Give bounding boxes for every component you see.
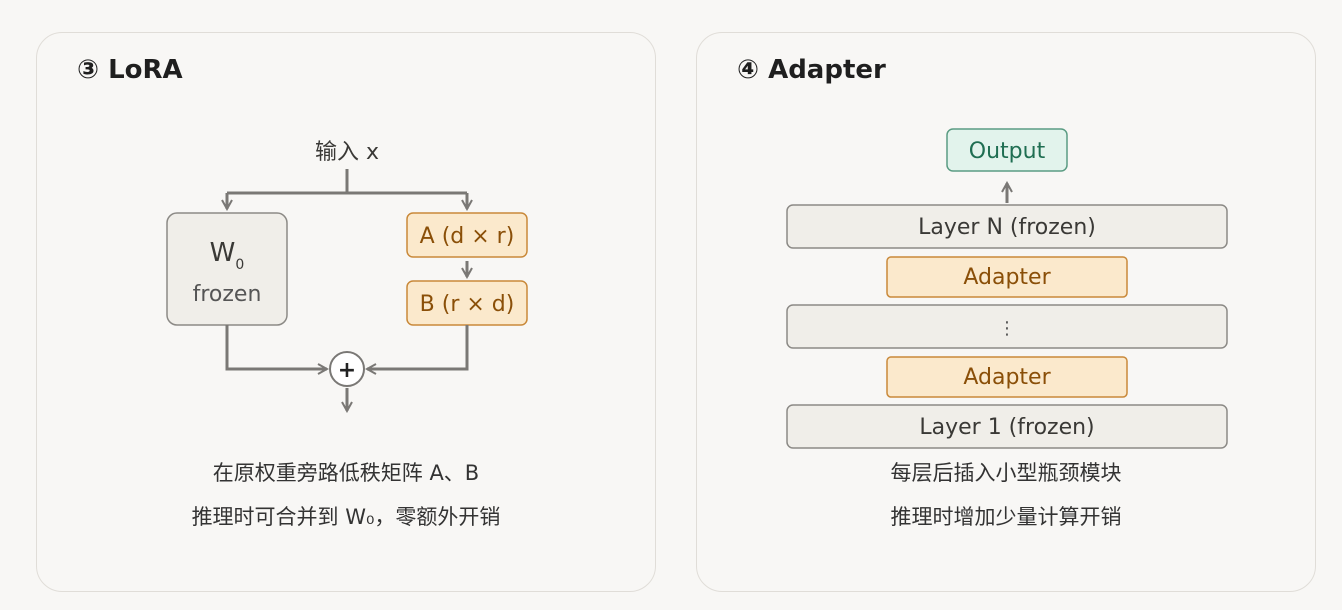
- lora-diagram: 输入 x W0 frozen A (d × r) B (r × d) +: [166, 140, 528, 593]
- lora-line-frozen-to-sum: [225, 325, 327, 369]
- adapter-diagram: Output Layer N (frozen) Adapter ⋮ Adapte…: [786, 128, 1228, 449]
- lora-caption-line1: 在原权重旁路低秩矩阵 A、B: [212, 461, 480, 485]
- frozen-weight-text: frozen: [193, 282, 262, 307]
- matrix-b-label: B (r × d): [420, 292, 515, 317]
- output-label: Output: [969, 139, 1046, 164]
- layer-bottom-label: Layer 1 (frozen): [919, 415, 1094, 440]
- adapter-top-box: [886, 256, 1128, 298]
- matrix-a-box: [406, 212, 528, 258]
- adapter-bottom-label: Adapter: [963, 365, 1051, 390]
- adapter-caption-line1: 每层后插入小型瓶颈模块: [890, 461, 1122, 485]
- lora-caption-line2: 推理时可合并到 W₀，零额外开销: [191, 505, 501, 529]
- adapter-panel: ④ Adapter Output Layer N (frozen) Adapte…: [696, 32, 1316, 592]
- sum-node: [329, 351, 365, 387]
- lora-input-label: 输入 x: [315, 140, 379, 165]
- adapter-caption-line2: 推理时增加少量计算开销: [890, 505, 1122, 529]
- layer-top-label: Layer N (frozen): [918, 215, 1096, 240]
- layer-top-box: [786, 204, 1228, 249]
- lora-input-split-line: [227, 169, 467, 195]
- adapter-title: ④ Adapter: [737, 55, 886, 85]
- lora-line-b-to-sum: [367, 325, 469, 369]
- adapter-bottom-box: [886, 356, 1128, 398]
- adapter-top-label: Adapter: [963, 265, 1051, 290]
- layer-bottom-box: [786, 404, 1228, 449]
- frozen-weight-box: [166, 212, 288, 326]
- frozen-weight-label: W: [210, 238, 236, 268]
- lora-title: ③ LoRA: [77, 55, 183, 85]
- sum-symbol: +: [338, 358, 356, 383]
- lora-panel: ③ LoRA 输入 x W0 frozen A (d × r) B (r × d…: [36, 32, 656, 592]
- frozen-weight-symbol: W0: [210, 238, 245, 273]
- output-box: [946, 128, 1068, 172]
- layer-middle-box: [786, 304, 1228, 349]
- layer-middle-ellipsis: ⋮: [998, 318, 1016, 339]
- frozen-weight-subscript: 0: [235, 257, 244, 273]
- matrix-a-label: A (d × r): [420, 224, 515, 249]
